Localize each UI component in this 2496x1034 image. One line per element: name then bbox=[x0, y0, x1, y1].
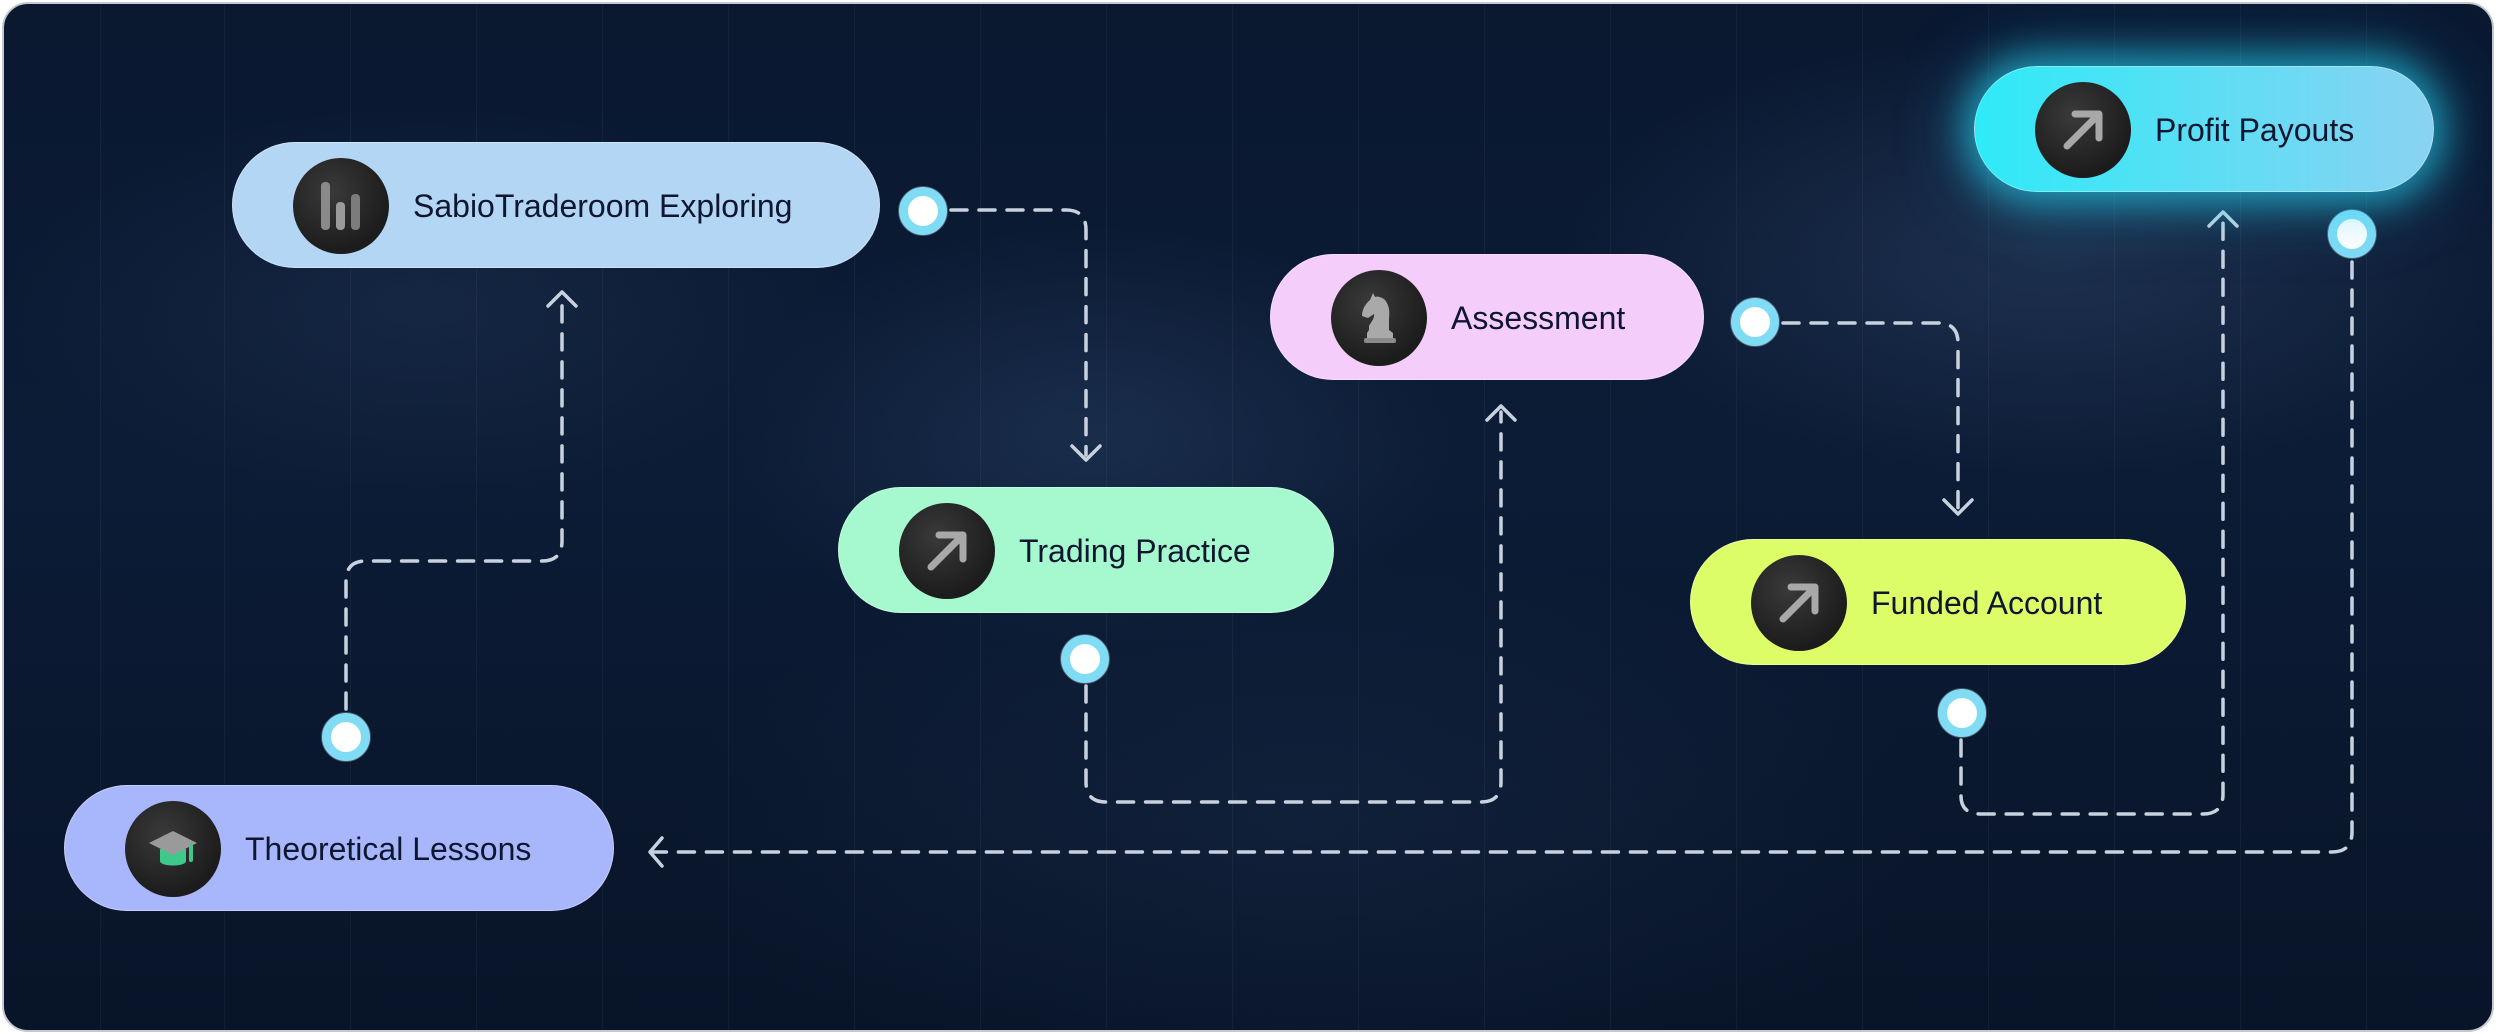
step-label: Profit Payouts bbox=[2155, 112, 2355, 148]
grid-line bbox=[602, 4, 603, 1030]
step-profit-payouts[interactable]: Profit Payouts bbox=[1974, 66, 2434, 192]
grid-line bbox=[728, 4, 729, 1030]
arrow-up-right-icon bbox=[1751, 555, 1847, 651]
arrowhead-down bbox=[1942, 498, 1974, 516]
graduation-cap-icon bbox=[125, 801, 221, 897]
bar-chart-icon bbox=[293, 158, 389, 254]
connector-node bbox=[2328, 210, 2376, 258]
connector-node bbox=[1731, 298, 1779, 346]
chess-knight-icon bbox=[1331, 270, 1427, 366]
grid-line bbox=[476, 4, 477, 1030]
step-theoretical-lessons[interactable]: Theoretical Lessons bbox=[64, 785, 614, 911]
arrowhead-left bbox=[648, 836, 664, 868]
connector-node bbox=[322, 713, 370, 761]
grid-line bbox=[1484, 4, 1485, 1030]
connector-practice-to-assessment bbox=[1084, 410, 1503, 804]
arrowhead-up bbox=[1485, 404, 1517, 422]
connector-node bbox=[1061, 635, 1109, 683]
connector-exploring-to-practice bbox=[921, 208, 1088, 457]
arrow-up-right-icon bbox=[899, 503, 995, 599]
connector-node bbox=[1938, 689, 1986, 737]
grid-line bbox=[2240, 4, 2241, 1030]
grid-line bbox=[1988, 4, 1989, 1030]
grid-line bbox=[1862, 4, 1863, 1030]
grid-line bbox=[1736, 4, 1737, 1030]
grid-line bbox=[350, 4, 351, 1030]
step-funded-account[interactable]: Funded Account bbox=[1690, 539, 2186, 665]
arrow-up-right-icon bbox=[2035, 82, 2131, 178]
grid-line bbox=[1358, 4, 1359, 1030]
arrowhead-up bbox=[546, 290, 578, 308]
step-label: SabioTraderoom Exploring bbox=[413, 188, 793, 224]
connector-lessons-to-exploring bbox=[344, 296, 564, 739]
step-label: Trading Practice bbox=[1019, 533, 1251, 569]
connector-node bbox=[899, 187, 947, 235]
step-sabiotraderoom-exploring[interactable]: SabioTraderoom Exploring bbox=[232, 142, 880, 268]
step-label: Assessment bbox=[1451, 300, 1626, 336]
connector-assessment-to-funded bbox=[1753, 321, 1960, 512]
step-label: Theoretical Lessons bbox=[245, 831, 532, 867]
step-trading-practice[interactable]: Trading Practice bbox=[838, 487, 1334, 613]
step-assessment[interactable]: Assessment bbox=[1270, 254, 1704, 380]
connector-payouts-to-lessons bbox=[650, 232, 2354, 854]
grid-line bbox=[100, 4, 101, 1030]
connector-funded-to-payouts bbox=[1959, 212, 2225, 816]
grid-line bbox=[2366, 4, 2367, 1030]
arrowhead-down bbox=[1070, 444, 1102, 462]
step-label: Funded Account bbox=[1871, 585, 2103, 621]
grid-line bbox=[1610, 4, 1611, 1030]
arrowhead-up bbox=[2207, 210, 2239, 228]
grid-line bbox=[2114, 4, 2115, 1030]
grid-line bbox=[224, 4, 225, 1030]
